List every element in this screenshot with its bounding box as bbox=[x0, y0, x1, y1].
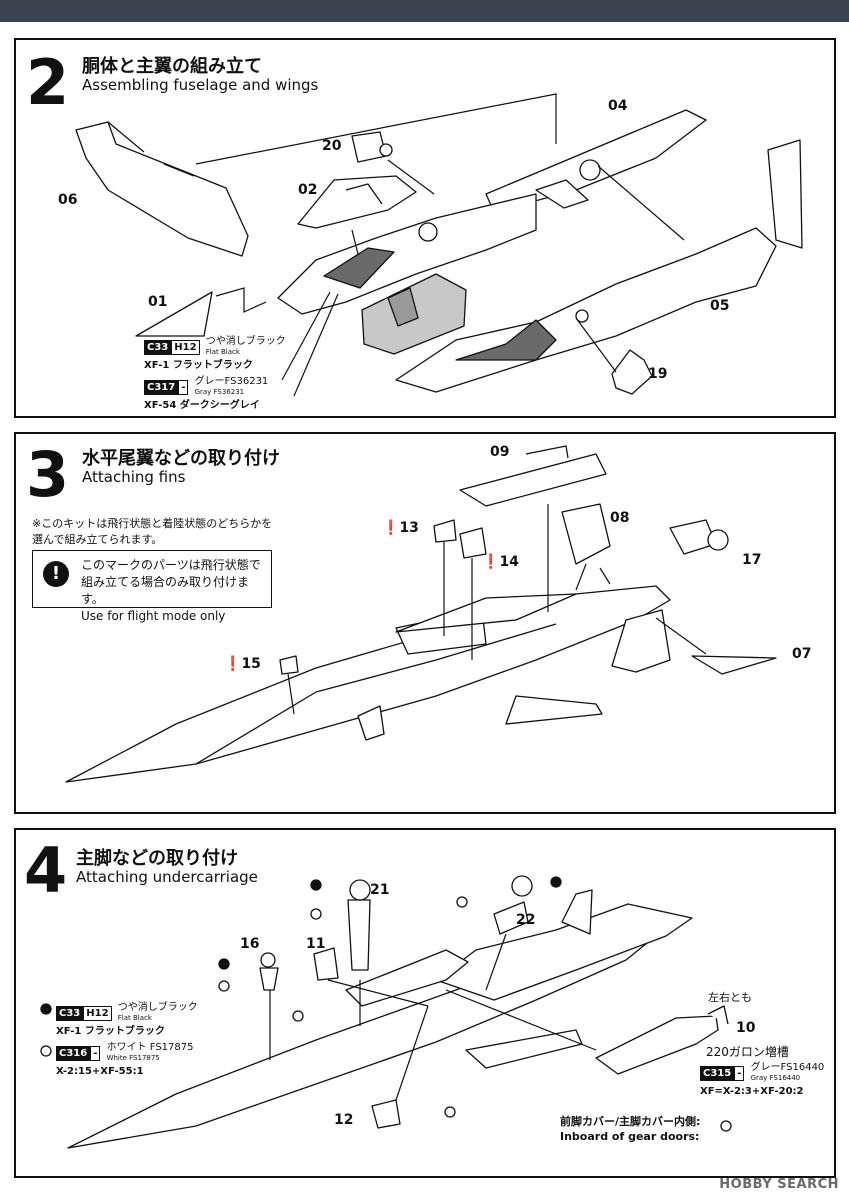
part-15-label: ❗15 bbox=[224, 656, 261, 672]
part-15-number: 15 bbox=[241, 656, 261, 672]
step-title-en: Attaching fins bbox=[82, 468, 186, 486]
step-3-panel: 3 水平尾翼などの取り付け Attaching fins ※このキットは飛行状態… bbox=[14, 432, 836, 814]
kit-note-line-1: ※このキットは飛行状態と着陸状態のどちらかを bbox=[32, 517, 273, 530]
paint-name-en: Gray FS16440 bbox=[750, 1074, 801, 1082]
part-13-label: ❗13 bbox=[382, 520, 419, 536]
paint-name-en: White FS17875 bbox=[106, 1054, 160, 1062]
undercarriage-diagram bbox=[40, 875, 732, 1149]
step-title-jp: 胴体と主翼の組み立て bbox=[82, 56, 262, 77]
part-11-label: 11 bbox=[306, 936, 326, 952]
warning-icon: ! bbox=[43, 561, 69, 587]
paint-mix: XF-1 フラットブラック bbox=[144, 360, 253, 371]
paint-hcode: H12 bbox=[171, 339, 200, 355]
part-10-label: 10 bbox=[736, 1020, 756, 1036]
paint-code: C33 bbox=[144, 339, 172, 355]
notice-en: Use for flight mode only bbox=[81, 609, 226, 623]
notice-jp-2: 組み立てる場合のみ取り付けます。 bbox=[81, 575, 250, 606]
flight-mode-notice: ! このマークのパーツは飛行状態で 組み立てる場合のみ取り付けます。 Use f… bbox=[32, 550, 272, 623]
step-4-panel: 4 主脚などの取り付け Attaching undercarriage bbox=[14, 828, 836, 1178]
step-number: 3 bbox=[26, 438, 69, 511]
paint-mix: XF-54 ダークシーグレイ bbox=[144, 400, 260, 411]
step-title-jp: 主脚などの取り付け bbox=[76, 848, 238, 869]
paint-name-jp: ホワイト FS17875 bbox=[106, 1042, 194, 1053]
paint-code: C315 bbox=[700, 1065, 735, 1081]
part-13-number: 13 bbox=[399, 520, 419, 536]
watermark-logo: HOBBY SEARCH bbox=[719, 1177, 839, 1192]
part-02-label: 02 bbox=[298, 182, 318, 198]
paint-hcode: - bbox=[90, 1045, 101, 1061]
part-05-label: 05 bbox=[710, 298, 730, 314]
step-number: 2 bbox=[26, 46, 69, 119]
both-sides-note: 左右とも bbox=[708, 991, 752, 1004]
paint-name-en: Gray FS36231 bbox=[194, 388, 245, 396]
part-14-label: ❗14 bbox=[482, 554, 519, 570]
paint-name-en: Flat Black bbox=[205, 348, 240, 356]
part-09-label: 09 bbox=[490, 444, 510, 460]
part-16-label: 16 bbox=[240, 936, 260, 952]
paint-name-jp: つや消しブラック bbox=[205, 336, 286, 347]
kit-note-line-2: 選んで組み立てられます。 bbox=[32, 533, 163, 546]
paint-hcode: - bbox=[734, 1065, 745, 1081]
paint-name-jp: グレーFS16440 bbox=[750, 1062, 825, 1073]
part-08-label: 08 bbox=[610, 510, 630, 526]
paint-name-jp: グレーFS36231 bbox=[194, 376, 269, 387]
step-2-panel: 2 胴体と主翼の組み立て Assembling fuselage and win… bbox=[14, 38, 836, 418]
paint-name-en: Flat Black bbox=[117, 1014, 152, 1022]
gear-door-en: Inboard of gear doors: bbox=[560, 1130, 700, 1143]
notice-jp-1: このマークのパーツは飛行状態で bbox=[81, 558, 261, 572]
fins-diagram bbox=[65, 445, 777, 783]
part-06-label: 06 bbox=[58, 192, 78, 208]
paint-hcode: - bbox=[178, 379, 189, 395]
part-14-number: 14 bbox=[499, 554, 519, 570]
part-22-label: 22 bbox=[516, 912, 536, 928]
part-20-label: 20 bbox=[322, 138, 342, 154]
paint-code: C317 bbox=[144, 379, 179, 395]
paint-mix: XF-1 フラットブラック bbox=[56, 1026, 165, 1037]
paint-name-jp: つや消しブラック bbox=[117, 1002, 198, 1013]
gear-door-jp: 前脚カバー/主脚カバー内側: bbox=[560, 1115, 701, 1128]
part-21-label: 21 bbox=[370, 882, 390, 898]
part-17-label: 17 bbox=[742, 552, 762, 568]
drop-tank-label: 220ガロン増槽 bbox=[706, 1045, 789, 1059]
fuselage-wings-diagram bbox=[75, 93, 803, 397]
paint-code: C316 bbox=[56, 1045, 91, 1061]
part-19-label: 19 bbox=[648, 366, 668, 382]
part-01-label: 01 bbox=[148, 294, 168, 310]
paint-hcode: H12 bbox=[83, 1005, 112, 1021]
top-bar bbox=[0, 0, 849, 22]
gear-door-note: 前脚カバー/主脚カバー内側: Inboard of gear doors: bbox=[560, 1114, 700, 1144]
paint-code: C33 bbox=[56, 1005, 84, 1021]
step-title-en: Assembling fuselage and wings bbox=[82, 76, 319, 94]
part-07-label: 07 bbox=[792, 646, 812, 662]
step-title-jp: 水平尾翼などの取り付け bbox=[82, 448, 280, 469]
paint-mix: X-2:15+XF-55:1 bbox=[56, 1066, 144, 1077]
paint-mix: XF=X-2:3+XF-20:2 bbox=[700, 1086, 804, 1097]
kit-note: ※このキットは飛行状態と着陸状態のどちらかを 選んで組み立てられます。 bbox=[32, 516, 272, 548]
step-number: 4 bbox=[24, 834, 67, 907]
part-12-label: 12 bbox=[334, 1112, 354, 1128]
part-04-label: 04 bbox=[608, 98, 628, 114]
step-title-en: Attaching undercarriage bbox=[76, 868, 258, 886]
